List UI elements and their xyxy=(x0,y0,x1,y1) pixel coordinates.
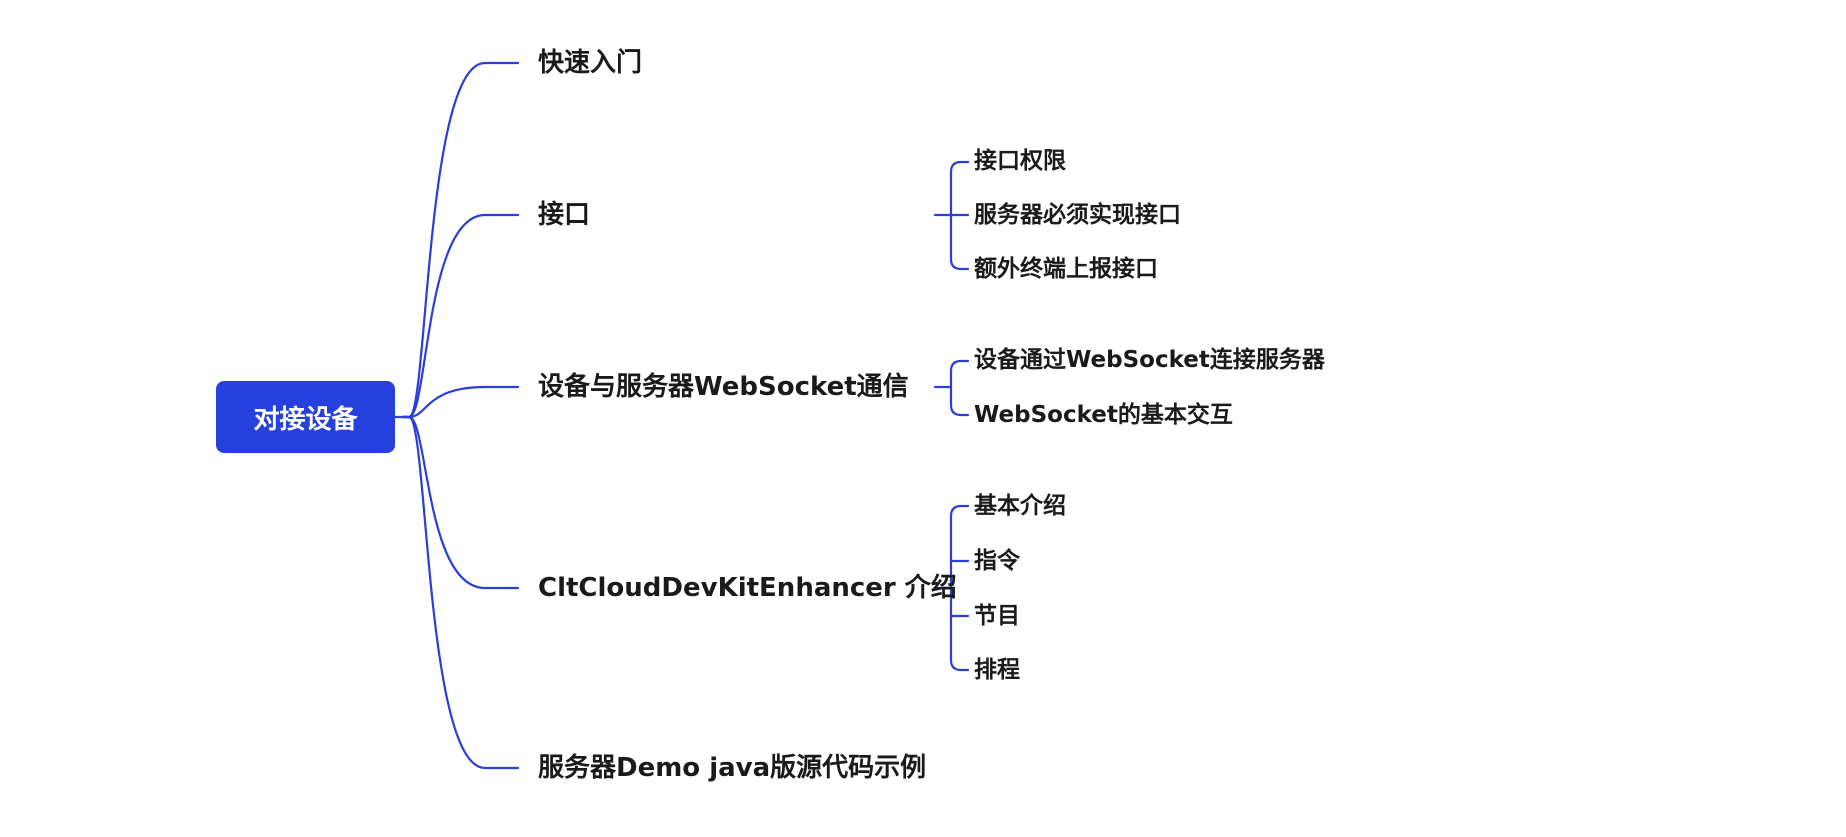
connector-root-to-branch-2 xyxy=(401,385,520,419)
root-node-label: 对接设备 xyxy=(253,404,358,435)
connector-root-to-branch-4 xyxy=(401,415,520,770)
connector-root-to-branch-1 xyxy=(401,213,520,419)
leaf-basic-intro[interactable]: 基本介绍 xyxy=(974,493,1066,519)
leaf-extra-terminal-report[interactable]: 额外终端上报接口 xyxy=(974,256,1158,282)
leaf-command[interactable]: 指令 xyxy=(974,548,1020,574)
leaf-interface-permission[interactable]: 接口权限 xyxy=(974,148,1066,174)
leaf-schedule[interactable]: 排程 xyxy=(974,657,1020,683)
branch-interface[interactable]: 接口 xyxy=(538,200,591,230)
root-node[interactable]: 对接设备 xyxy=(216,381,395,453)
connector-root-to-branch-0 xyxy=(401,61,520,419)
branch-websocket[interactable]: 设备与服务器WebSocket通信 xyxy=(538,372,909,402)
leaf-program[interactable]: 节目 xyxy=(974,603,1020,629)
leaf-server-required-interface[interactable]: 服务器必须实现接口 xyxy=(974,202,1181,228)
branch-quick-start[interactable]: 快速入门 xyxy=(538,48,643,78)
bracket-spine-websocket xyxy=(949,359,970,417)
connector-root-to-branch-3 xyxy=(401,415,520,590)
branch-server-demo[interactable]: 服务器Demo java版源代码示例 xyxy=(538,753,927,783)
bracket-spine-cltcloud xyxy=(949,504,970,672)
branch-cltcloud-devkit[interactable]: CltCloudDevKitEnhancer 介绍 xyxy=(538,573,957,603)
leaf-ws-basic-interaction[interactable]: WebSocket的基本交互 xyxy=(974,402,1233,428)
leaf-device-ws-connect[interactable]: 设备通过WebSocket连接服务器 xyxy=(974,347,1325,373)
